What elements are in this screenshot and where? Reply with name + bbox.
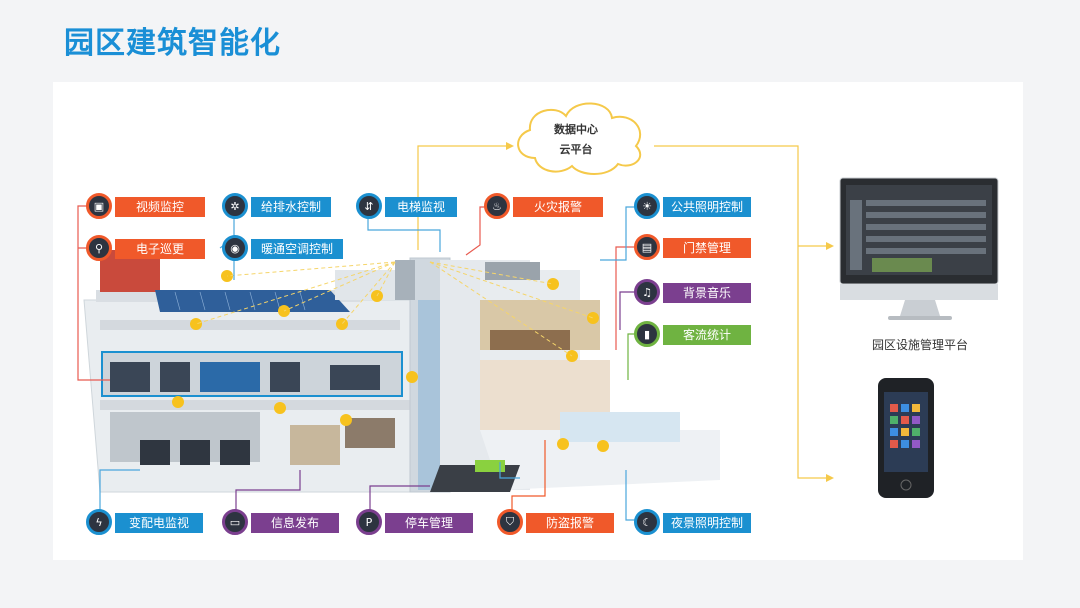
label-fire: 火灾报警 — [513, 197, 603, 217]
label-traffic: 客流统计 — [663, 325, 751, 345]
label-music: 背景音乐 — [663, 283, 751, 303]
label-power: 变配电监视 — [115, 513, 203, 533]
label-hvac: 暖通空调控制 — [251, 239, 343, 259]
label-info: 信息发布 — [251, 513, 339, 533]
fire-icon: ♨ — [484, 193, 510, 219]
building-illustration — [83, 250, 720, 493]
stats-icon: ▮ — [634, 321, 660, 347]
lightning-icon: ϟ — [86, 509, 112, 535]
shield-icon: ⛉ — [497, 509, 523, 535]
cloud-line2: 云平台 — [559, 143, 593, 156]
label-video: 视频监控 — [115, 197, 205, 217]
card-reader-icon: ▤ — [634, 234, 660, 260]
parking-icon: P — [356, 509, 382, 535]
cloud-line1: 数据中心 — [554, 123, 598, 136]
cloud-shape — [517, 102, 642, 175]
page-title: 园区建筑智能化 — [64, 26, 281, 61]
water-pump-icon: ✲ — [222, 193, 248, 219]
bulb-icon: ☀ — [634, 193, 660, 219]
label-access: 门禁管理 — [663, 238, 751, 258]
label-water: 给排水控制 — [251, 197, 331, 217]
platform-caption: 园区设施管理平台 — [872, 338, 969, 352]
night-light-icon: ☾ — [634, 509, 660, 535]
phone-device — [878, 378, 934, 498]
label-night-light: 夜景照明控制 — [663, 513, 751, 533]
music-icon: ♫ — [634, 279, 660, 305]
elevator-icon: ⇵ — [356, 193, 382, 219]
patrol-icon: ⚲ — [86, 235, 112, 261]
camera-icon: ▣ — [86, 193, 112, 219]
label-parking: 停车管理 — [385, 513, 473, 533]
hvac-icon: ◉ — [222, 235, 248, 261]
label-public-light: 公共照明控制 — [663, 197, 751, 217]
label-patrol: 电子巡更 — [115, 239, 205, 259]
label-elevator: 电梯监视 — [385, 197, 457, 217]
monitor-device — [839, 177, 999, 320]
label-security: 防盗报警 — [526, 513, 614, 533]
display-icon: ▭ — [222, 509, 248, 535]
